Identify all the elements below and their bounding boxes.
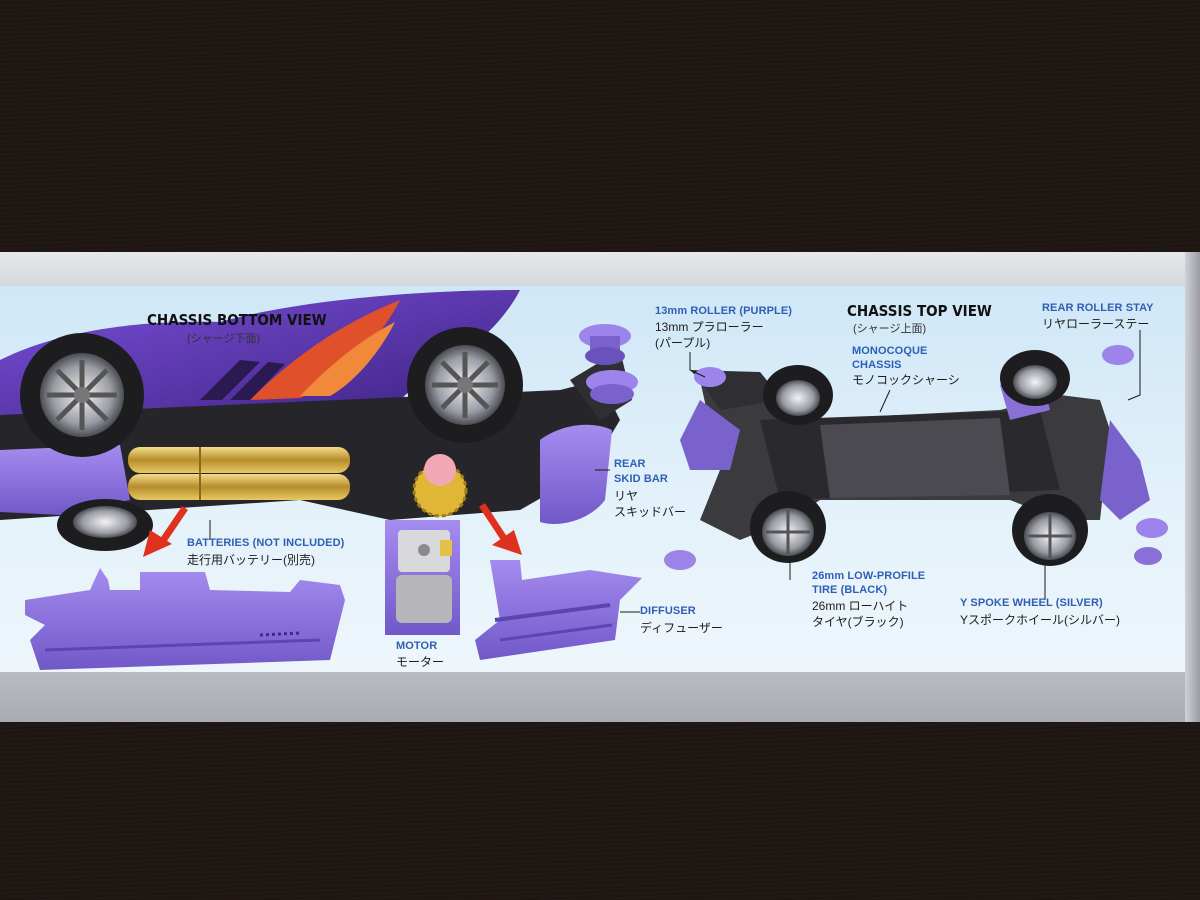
- roller-label-jp1: 13mm プラローラー: [655, 320, 764, 334]
- diffuser-part: [475, 560, 642, 660]
- top-wheel-rear-lower: [1012, 494, 1088, 566]
- tire-jp1: 26mm ローハイト: [812, 599, 909, 613]
- top-wheel-front-upper: [763, 365, 833, 425]
- tire-jp2: タイヤ(ブラック): [812, 615, 904, 629]
- skid-bar-jp2: スキッドバー: [614, 505, 687, 519]
- skid-bar-en2: SKID BAR: [614, 473, 668, 485]
- monocoque-label-en2: CHASSIS: [852, 359, 902, 371]
- wheel-jp: Yスポークホイール(シルバー): [960, 613, 1120, 627]
- rear-roller-stay-en: REAR ROLLER STAY: [1042, 302, 1154, 314]
- batteries-en: BATTERIES (NOT INCLUDED): [187, 537, 345, 549]
- wheel-rear-left: [407, 327, 523, 443]
- motor-part: [385, 520, 460, 635]
- tire-en2: TIRE (BLACK): [812, 584, 888, 596]
- skid-bar-jp1: リヤ: [614, 489, 639, 503]
- box-top-edge: [0, 252, 1200, 288]
- top-view-title: CHASSIS TOP VIEW: [847, 302, 992, 320]
- wheel-front-left: [20, 333, 144, 457]
- top-view-subtitle: (シャージ上面): [853, 323, 927, 335]
- monocoque-label-jp: モノコックシャーシ: [852, 373, 960, 387]
- arrow-diffuser: [479, 503, 522, 555]
- monocoque-label-en1: MONOCOQUE: [852, 345, 928, 357]
- diffuser-jp: ディフューザー: [640, 621, 723, 635]
- skid-plate-part: [25, 568, 345, 670]
- motor-en: MOTOR: [396, 640, 438, 652]
- wheel-en: Y SPOKE WHEEL (SILVER): [960, 597, 1103, 609]
- top-wheel-rear-upper: [1000, 350, 1070, 406]
- bottom-view-title: CHASSIS BOTTOM VIEW: [147, 311, 327, 329]
- roller-rear-upper: [579, 324, 631, 365]
- roller-rear-lower: [586, 370, 638, 404]
- top-wheel-front-lower: [750, 491, 826, 563]
- leader-lines: [209, 330, 1141, 613]
- roller-label-en: 13mm ROLLER (PURPLE): [655, 305, 793, 317]
- diffuser-en: DIFFUSER: [640, 605, 696, 617]
- motor-jp: モーター: [396, 655, 445, 669]
- top-rollers: [664, 345, 1168, 570]
- arrow-battery: [143, 506, 188, 557]
- bottom-view-subtitle: (シャージ下面): [187, 333, 261, 345]
- skid-bar-en1: REAR: [614, 458, 646, 470]
- rear-roller-stay-jp: リヤローラーステー: [1042, 317, 1150, 331]
- gear: [412, 454, 468, 518]
- box-bottom-edge: [0, 672, 1200, 722]
- tire-en1: 26mm LOW-PROFILE: [812, 570, 926, 582]
- box-side-edge: [1185, 252, 1200, 722]
- wheel-bottom-small: [57, 499, 153, 551]
- batteries-jp: 走行用バッテリー(別売): [187, 553, 315, 567]
- battery-pack: [128, 447, 350, 500]
- roller-label-jp2: (パープル): [655, 336, 711, 350]
